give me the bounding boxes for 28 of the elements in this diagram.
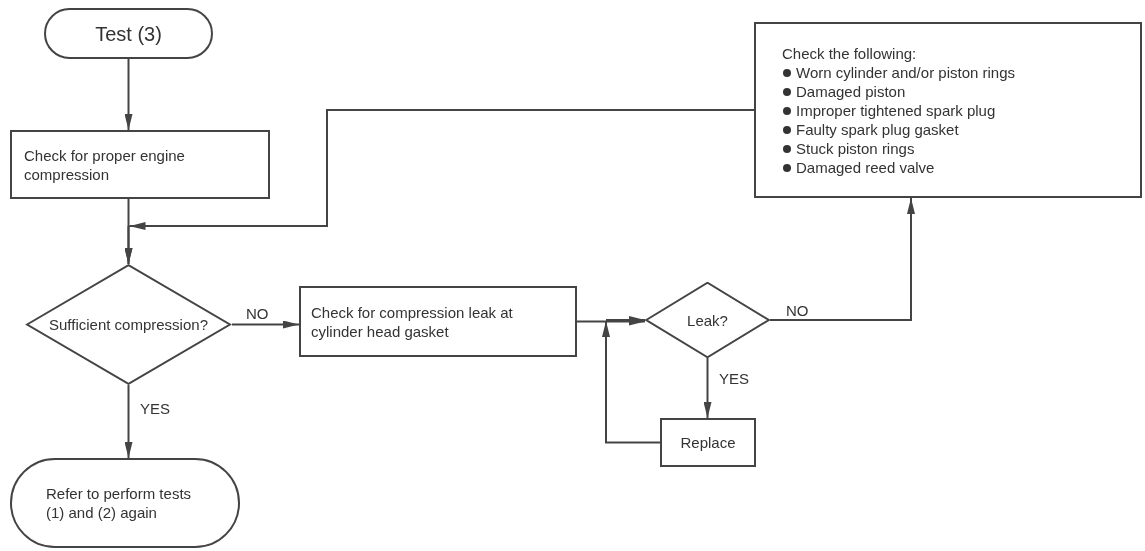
arrow	[602, 316, 661, 444]
list-item: Worn cylinder and/or piston rings	[782, 62, 1114, 82]
process-box	[299, 286, 577, 357]
arrow	[124, 109, 755, 265]
terminal-box	[44, 8, 213, 59]
node-text: Leak?	[686, 310, 729, 330]
node-text: Replace	[679, 433, 737, 452]
arrow	[124, 58, 133, 131]
arrow	[769, 197, 915, 321]
arrow	[231, 320, 300, 329]
list-heading: Check the following:	[782, 43, 918, 63]
node-text: Check for proper engine compression	[24, 145, 186, 184]
node-text: Refer to perform tests (1) and (2) again	[46, 484, 193, 522]
checklist-box	[754, 22, 1142, 198]
arrow	[124, 384, 133, 459]
node-text: Test (3)	[94, 21, 163, 46]
decision-diamond	[645, 282, 770, 358]
process-box	[10, 130, 270, 199]
list-item: Improper tightened spark plug	[782, 100, 1114, 120]
arrow	[703, 357, 712, 419]
node-text: Sufficient compression?	[48, 315, 209, 334]
decision-diamond	[25, 264, 232, 385]
list-item: Stuck piston rings	[782, 138, 1114, 158]
process-box	[660, 418, 756, 467]
list-item: Damaged piston	[782, 81, 1114, 101]
list-item: Damaged reed valve	[782, 157, 1114, 177]
node-text: Check for compression leak at cylinder head gasket	[311, 302, 514, 341]
list-item: Faulty spark plug gasket	[782, 119, 1114, 139]
